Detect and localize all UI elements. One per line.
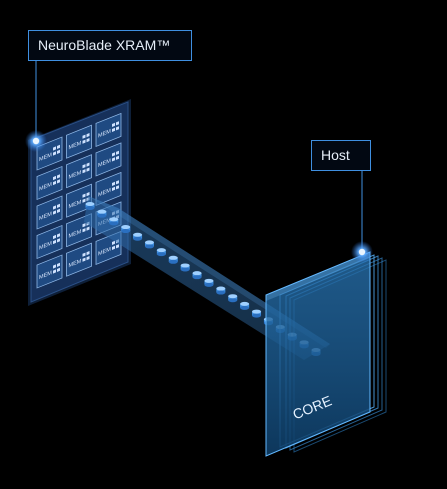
mem-tile-label: MEM [39, 241, 52, 252]
data-disk [216, 286, 226, 295]
host-connector-dot-core [358, 248, 366, 256]
data-disk [168, 255, 178, 264]
mem-tile: MEM [66, 183, 92, 218]
data-disk [144, 240, 154, 249]
mem-tile: MEM [95, 142, 122, 177]
data-disk [240, 301, 250, 310]
mem-tile-label: MEM [69, 140, 82, 151]
mem-tile-label: MEM [39, 211, 52, 222]
mem-tile-label: MEM [98, 129, 111, 140]
mem-tile-label: MEM [39, 182, 52, 193]
mem-tile: MEM [95, 171, 122, 206]
data-disk-stream [85, 202, 321, 356]
data-disk [228, 294, 238, 303]
mem-tile-label: MEM [69, 170, 82, 181]
mem-tile-label: MEM [69, 229, 82, 240]
xram-chip-panel: MEM MEM MEM MEM MEM MEM MEM MEM MEM MEM MEM MEM MEM M… [28, 99, 131, 306]
mem-tile-label: MEM [69, 199, 82, 210]
xram-label: NeuroBlade XRAM™ [28, 30, 192, 61]
mem-tile-label: MEM [98, 158, 111, 169]
mem-tile: MEM [36, 224, 63, 260]
mem-tile: MEM [36, 195, 63, 230]
mem-tile-label: MEM [98, 188, 111, 199]
xram-connector-dot-core [32, 137, 40, 145]
data-disk [97, 209, 107, 218]
data-disk [156, 248, 166, 257]
data-disk [133, 232, 143, 241]
mem-tile: MEM [36, 165, 63, 201]
mem-tile: MEM [36, 254, 63, 289]
mem-tile-label: MEM [69, 258, 82, 269]
mem-tile-label: MEM [39, 152, 52, 163]
data-disk [204, 278, 214, 287]
mem-tile: MEM [95, 112, 122, 147]
data-disk [109, 217, 119, 226]
mem-tile: MEM [66, 124, 92, 159]
data-disk [180, 263, 190, 272]
mem-tile-label: MEM [98, 247, 111, 258]
mem-tile-label: MEM [39, 270, 52, 281]
data-disk [252, 309, 262, 318]
data-disk [85, 202, 95, 210]
mem-tile: MEM [66, 154, 92, 189]
host-core-stack: CORE [265, 251, 387, 457]
data-disk [192, 271, 202, 280]
mem-tile: MEM [66, 242, 92, 277]
host-label: Host [311, 140, 371, 171]
data-disk [121, 225, 131, 234]
